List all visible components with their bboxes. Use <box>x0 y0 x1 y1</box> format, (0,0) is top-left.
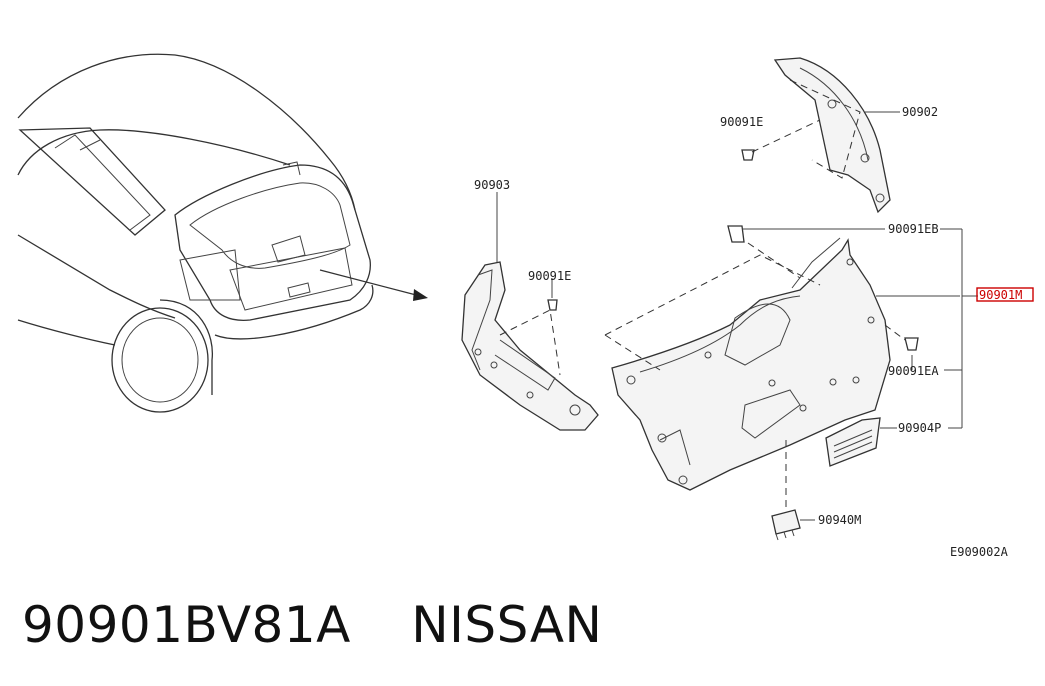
highlight-box <box>976 287 1034 302</box>
car-rear-illustration <box>17 53 428 413</box>
part-90902 <box>741 57 900 214</box>
callout-90901M[interactable]: 90901M <box>979 288 1022 302</box>
caption: 90901BV81A NISSAN <box>22 596 602 654</box>
part-90901-finisher <box>604 225 978 491</box>
callout-90902: 90902 <box>902 105 938 119</box>
diagram-code: E909002A <box>950 545 1009 559</box>
callout-90091EB: 90091EB <box>888 222 939 236</box>
part-90940M <box>771 440 815 541</box>
callout-90091E-mid: 90091E <box>528 269 571 283</box>
callout-90940M: 90940M <box>818 513 861 527</box>
callout-90903: 90903 <box>474 178 510 192</box>
part-number: 90901BV81A <box>22 596 351 654</box>
callout-90091E-top: 90091E <box>720 115 763 129</box>
callout-90091EA: 90091EA <box>888 364 939 378</box>
part-90904P <box>825 417 897 467</box>
callout-90904P: 90904P <box>898 421 941 435</box>
part-90903 <box>461 192 599 431</box>
brand-name: NISSAN <box>411 596 603 654</box>
